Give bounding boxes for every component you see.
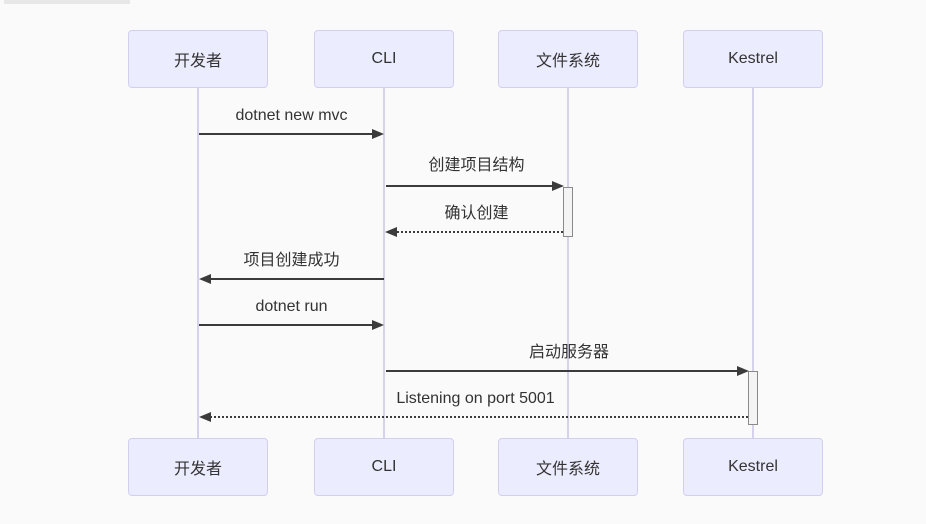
actor-label: 文件系统 [535,461,600,478]
actor-box-kestrel-bottom: Kestrel [683,438,823,496]
activation-kestrel [748,371,758,425]
lifeline-developer [197,88,199,438]
activation-filesystem [563,187,573,237]
actor-box-developer-top: 开发者 [128,30,268,88]
arrowhead-left-icon [385,227,397,237]
arrow-line [207,278,384,280]
actor-box-cli-top: CLI [314,30,454,88]
actor-label: CLI [371,458,397,475]
arrow-line [199,133,376,135]
message-label-1: dotnet new mvc [235,107,348,124]
actor-box-kestrel-top: Kestrel [683,30,823,88]
actor-label: Kestrel [728,50,778,67]
arrow-line [199,324,376,326]
actor-label: CLI [371,50,397,67]
arrow-line [393,231,563,233]
arrowhead-right-icon [737,366,749,376]
message-label-7: Listening on port 5001 [396,390,555,407]
actor-box-filesystem-top: 文件系统 [498,30,638,88]
actor-label: Kestrel [728,458,778,475]
arrowhead-left-icon [199,274,211,284]
arrowhead-right-icon [552,181,564,191]
message-label-4: 项目创建成功 [243,252,340,269]
arrowhead-left-icon [199,412,211,422]
arrow-line [386,185,556,187]
actor-box-cli-bottom: CLI [314,438,454,496]
message-label-2: 创建项目结构 [428,157,525,174]
actor-label: 开发者 [173,461,222,478]
arrow-line [386,370,741,372]
lifeline-cli [383,88,385,438]
actor-box-filesystem-bottom: 文件系统 [498,438,638,496]
message-label-3: 确认创建 [444,205,509,222]
message-label-5: dotnet run [255,298,328,315]
arrow-line [207,416,748,418]
lifeline-kestrel [752,88,754,438]
arrowhead-right-icon [372,320,384,330]
actor-label: 文件系统 [535,53,600,70]
actor-box-developer-bottom: 开发者 [128,438,268,496]
top-edge-artifact [4,0,130,4]
arrowhead-right-icon [372,129,384,139]
lifeline-filesystem [567,88,569,438]
message-label-6: 启动服务器 [528,344,609,361]
actor-label: 开发者 [173,53,222,70]
